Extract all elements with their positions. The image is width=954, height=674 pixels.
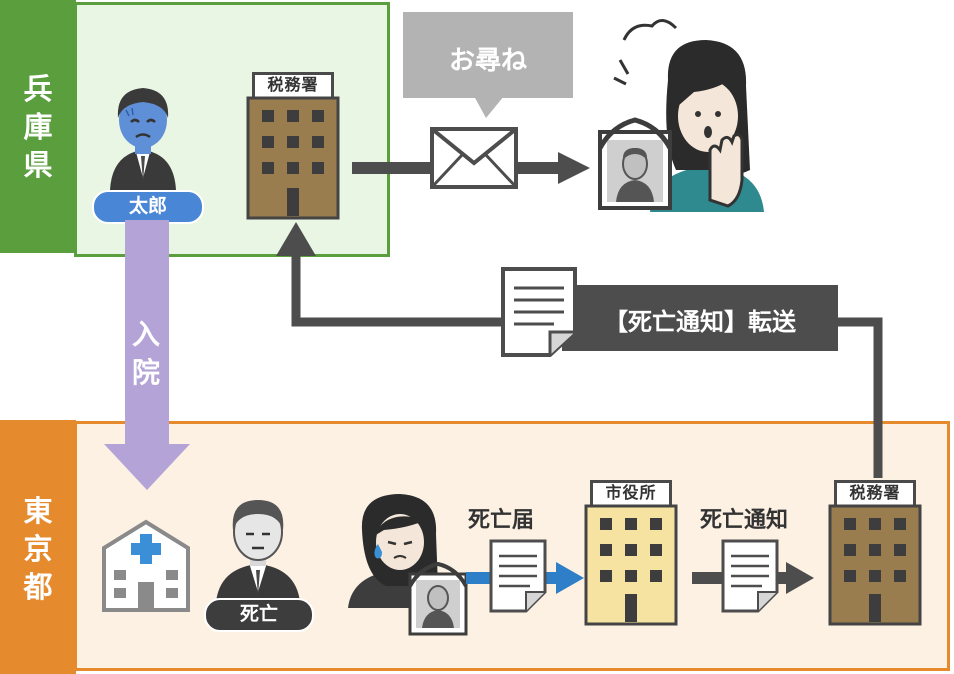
inquiry-bubble-tail — [474, 96, 504, 118]
hospitalization-arrow — [104, 220, 190, 490]
death-report-document-icon — [489, 539, 547, 613]
surprised-woman-icon — [613, 19, 764, 212]
hyogo-band — [0, 0, 76, 253]
tokyo-band — [0, 420, 76, 674]
forward-document-icon — [501, 267, 577, 357]
inquiry-speech-bubble — [403, 12, 573, 98]
death-report-label: 死亡届 — [468, 508, 535, 533]
forward-notice-label: 【死亡通知】転送 — [604, 308, 796, 336]
tokyo-label: 東 京 都 — [23, 494, 53, 604]
deceased-badge: 死亡 — [204, 598, 314, 632]
death-notice-document-icon — [721, 539, 779, 613]
deceased-portrait-frame-icon-tokyo — [408, 561, 468, 636]
hospital-icon — [102, 519, 190, 612]
death-notice-label: 死亡通知 — [700, 508, 789, 533]
tokyo-tax-office-building-icon — [828, 504, 922, 626]
city-hall-building-icon — [584, 504, 678, 626]
deceased-portrait-frame-icon — [597, 117, 673, 210]
envelope-icon — [430, 127, 518, 189]
inquiry-label: お尋ね — [448, 46, 527, 76]
hyogo-label: 兵 庫 県 — [23, 72, 53, 182]
taro-person-icon — [110, 88, 176, 190]
taro-name-badge: 太郎 — [92, 190, 204, 224]
hospitalization-label: 入 院 — [131, 318, 160, 389]
hyogo-tax-office-building-icon — [246, 96, 340, 220]
forward-notice-banner — [562, 285, 838, 351]
deceased-man-icon — [216, 500, 300, 602]
